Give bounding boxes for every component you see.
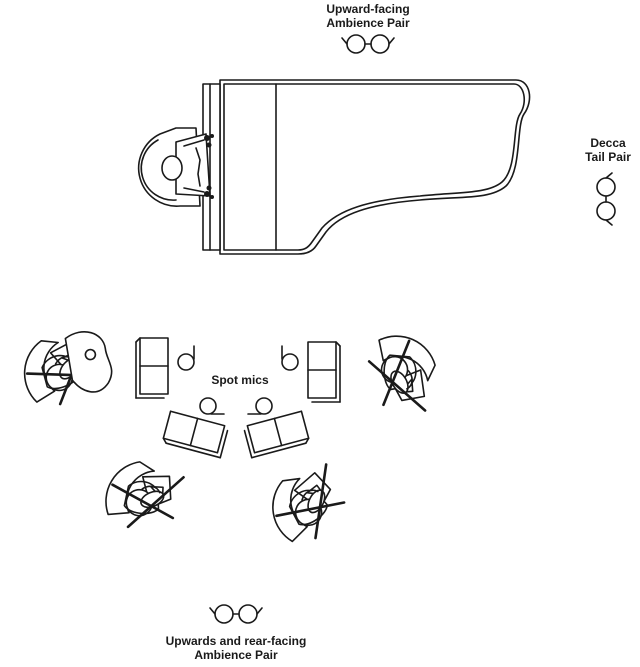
upward-ambience-pair-icon: [341, 34, 395, 54]
spot-mic-upper-right-icon: [281, 345, 299, 371]
music-stand-lower-left: [161, 410, 230, 459]
violinist-right-figure: [364, 332, 439, 413]
decca-tail-pair-label: Decca Tail Pair: [585, 136, 631, 164]
music-stand-lower-right: [242, 410, 311, 459]
cellist-left-figure: [15, 327, 113, 413]
grand-piano: [202, 79, 531, 255]
rear-pair-label: Upwards and rear-facing Ambience Pair: [165, 634, 307, 662]
rear-ambience-pair-icon: [209, 604, 263, 624]
decca-tail-pair-icon: [596, 172, 616, 226]
music-stand-upper-right: [307, 341, 341, 403]
spot-mic-lower-left-icon: [199, 397, 225, 415]
music-stand-upper-left: [135, 337, 169, 399]
spot-mic-lower-right-icon: [247, 397, 273, 415]
violinist-lower-left-figure: [99, 455, 187, 538]
spot-mics-label: Spot mics: [211, 373, 269, 387]
upward-pair-label: Upward-facing Ambience Pair: [326, 2, 410, 30]
violinist-lower-right-figure: [258, 457, 356, 553]
spot-mic-upper-left-icon: [177, 345, 195, 371]
pianist-figure: [137, 127, 214, 207]
